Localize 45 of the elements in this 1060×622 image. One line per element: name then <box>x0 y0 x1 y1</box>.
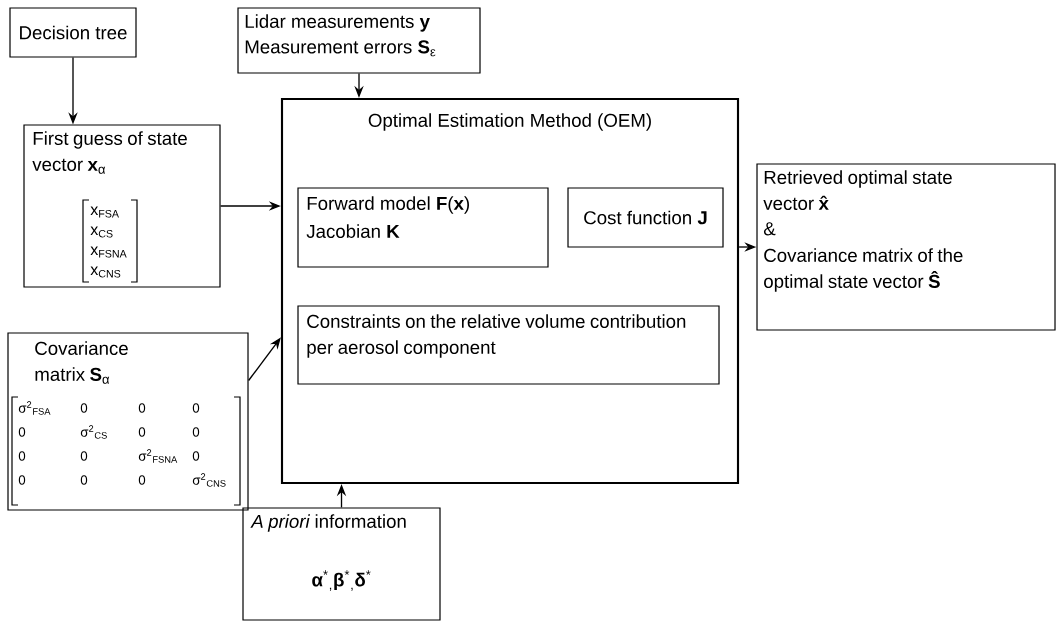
function-box <box>567 187 724 248</box>
input-box <box>242 507 441 621</box>
box-text: α$^{*}$$_{,}$β$^{*}$$_{,}$δ$^{*}$ <box>312 570 371 591</box>
matrix-entry: σ$^{2}$CNS <box>192 473 226 487</box>
box-text: Covariance matrix S$_{α}$ <box>35 341 128 384</box>
process-box <box>9 7 137 58</box>
input-box <box>7 332 249 511</box>
matrix-entry: 0 <box>80 451 88 461</box>
box-text: Retrieved optimal state vector x̂ <box>763 170 952 210</box>
box-text: Lidar measurements y <box>245 14 430 32</box>
input-box <box>237 7 481 74</box>
matrix-entry: 0 <box>138 475 146 485</box>
model-box <box>297 187 549 268</box>
box-text: Cost function J <box>584 210 707 225</box>
box-text: Forward model F(x) <box>307 196 469 214</box>
matrix-entry: 0 <box>192 403 200 413</box>
box-text: A priori information <box>250 514 406 532</box>
box-text: Covariance matrix of the optimal state vector Ŝ <box>764 248 963 292</box>
matrix-entry: x$_{FSA}$ <box>90 206 119 218</box>
matrix-entry: 0 <box>80 403 88 413</box>
output-box <box>756 163 1056 331</box>
box-text: Optimal Estimation Method (OEM) <box>368 113 651 131</box>
matrix-entry: 0 <box>138 427 146 437</box>
box-text: Constraints on the relative volume contribution per aerosol component <box>307 314 686 358</box>
matrix-entry: σ$^{2}$FSA <box>18 401 51 415</box>
box-text: First guess of state vector x$_{α}$ <box>32 131 187 174</box>
matrix-entry: 0 <box>192 451 200 461</box>
box-text: Jacobian K <box>306 224 400 238</box>
matrix-entry: x$_{FSNA}$ <box>90 246 127 258</box>
matrix-entry: 0 <box>18 427 26 437</box>
matrix-entry: 0 <box>80 475 88 485</box>
box-text: Measurement errors S$_{ε}$ <box>245 40 436 57</box>
box-text: & <box>763 222 776 236</box>
matrix-entry: 0 <box>192 427 200 437</box>
constraint-box <box>297 305 720 385</box>
matrix-entry: σ$^{2}$FSNA <box>138 449 178 463</box>
matrix-entry: 0 <box>18 451 26 461</box>
box-text: Decision tree <box>20 25 127 40</box>
matrix-entry: 0 <box>18 475 26 485</box>
matrix-entry: x$_{CS}$ <box>90 226 113 238</box>
method-box <box>280 97 740 485</box>
matrix-entry: x$_{CNS}$ <box>90 266 121 278</box>
input-box <box>23 124 221 288</box>
matrix-entry: σ$^{2}$CS <box>80 425 107 439</box>
matrix-entry: 0 <box>138 403 146 413</box>
